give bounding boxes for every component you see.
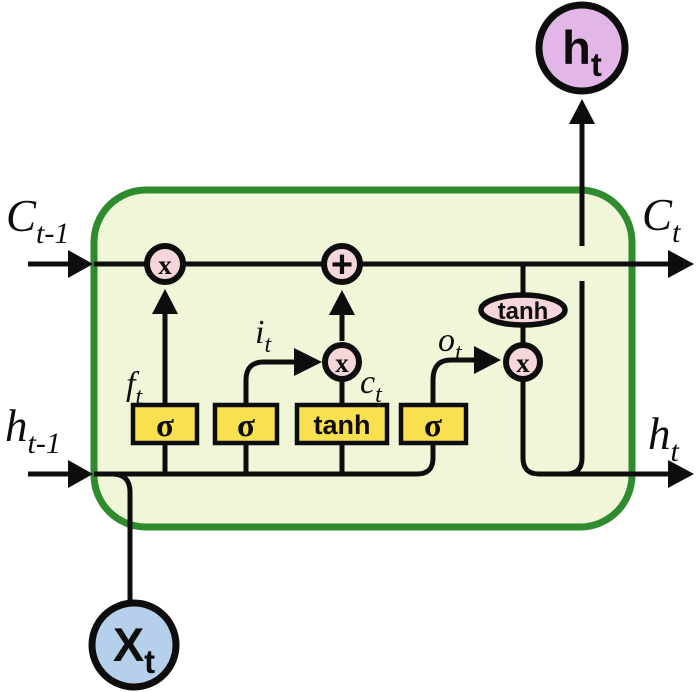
output-signal-sub: t	[455, 340, 463, 366]
hidden-output-node-main: h	[562, 21, 591, 74]
candidate-tanh-box	[294, 402, 390, 446]
input-sigmoid-label: σ	[237, 408, 255, 444]
output-gate-arrow	[430, 346, 501, 407]
state-tanh-ellipse	[478, 292, 568, 328]
hidden-up-lower-line	[565, 281, 585, 477]
input-multiply-circle	[322, 342, 362, 382]
hidden-in-wire	[28, 443, 436, 488]
input-node-main: X	[113, 618, 144, 671]
candidate-signal-sub: t	[375, 382, 383, 408]
input-node-label: Xt	[113, 618, 155, 680]
hidden-output-node	[535, 1, 629, 95]
cell-state-out-main: C	[642, 190, 673, 240]
forget-multiply-label: x	[158, 250, 172, 280]
candidate-signal-main: c	[360, 364, 375, 401]
forget-arrow	[152, 289, 178, 405]
candidate-arrow	[329, 290, 355, 405]
cell-state-out-arrowhead	[668, 250, 694, 278]
input-multiply-label: x	[335, 348, 349, 378]
hidden-out-line	[520, 380, 670, 477]
input-node	[88, 599, 180, 691]
input-node-sub: t	[144, 643, 155, 680]
cell-state-in-label: Ct-1	[6, 191, 69, 250]
hidden-out-arrowhead	[668, 460, 694, 488]
input-signal-label: it	[255, 314, 272, 358]
input-gate-arrowhead	[294, 348, 322, 376]
output-sigmoid-label: σ	[424, 408, 442, 444]
cell-state-out-sub: t	[672, 216, 681, 249]
hidden-in-main: h	[5, 401, 28, 451]
cell-state-wire	[28, 250, 694, 278]
input-signal-main: i	[255, 314, 264, 351]
input-gate-arrow	[243, 348, 322, 405]
input-signal-sub: t	[264, 332, 272, 358]
hidden-out-main: h	[648, 409, 671, 459]
input-gate-arrow-line	[243, 359, 294, 405]
output-signal-main: o	[438, 322, 455, 359]
forget-sigmoid-box	[130, 402, 200, 446]
state-add-label: +	[331, 244, 353, 286]
hidden-up-arrowhead	[569, 99, 595, 124]
hidden-bottom-line	[94, 443, 436, 477]
output-gate-arrowhead	[474, 346, 501, 374]
candidate-tanh-label: tanh	[314, 410, 371, 440]
candidate-signal-label: ct	[360, 364, 383, 408]
cell-state-out-label: Ct	[642, 190, 681, 249]
input-sigmoid-box	[212, 402, 280, 446]
forget-sigmoid-label: σ	[156, 408, 174, 444]
cell-state-in-arrowhead	[68, 250, 93, 278]
hidden-up-branch	[565, 99, 595, 477]
candidate-arrowhead	[329, 290, 355, 315]
cell-state-in-main: C	[6, 191, 37, 241]
hidden-out-sub: t	[671, 435, 680, 468]
hidden-output-node-label: ht	[562, 21, 602, 83]
output-multiply-circle	[503, 342, 543, 382]
hidden-output-node-sub: t	[591, 46, 602, 83]
output-multiply-label: x	[516, 348, 530, 378]
cell-state-in-sub: t-1	[36, 217, 69, 250]
input-branch-line	[111, 471, 133, 606]
output-sigmoid-box	[398, 402, 469, 446]
state-add-circle	[321, 243, 363, 285]
state-tanh-label: tanh	[498, 298, 549, 325]
output-gate-arrow-line	[430, 357, 474, 407]
forget-signal-sub: t	[135, 384, 143, 410]
hidden-in-label: ht-1	[5, 401, 61, 460]
hidden-out-label: ht	[648, 409, 680, 468]
hidden-in-arrowhead	[68, 460, 93, 488]
hidden-out-wire	[520, 380, 694, 488]
forget-arrowhead	[152, 289, 178, 314]
output-signal-label: ot	[438, 322, 463, 366]
forget-multiply-circle	[144, 243, 186, 285]
hidden-in-sub: t-1	[28, 427, 61, 460]
